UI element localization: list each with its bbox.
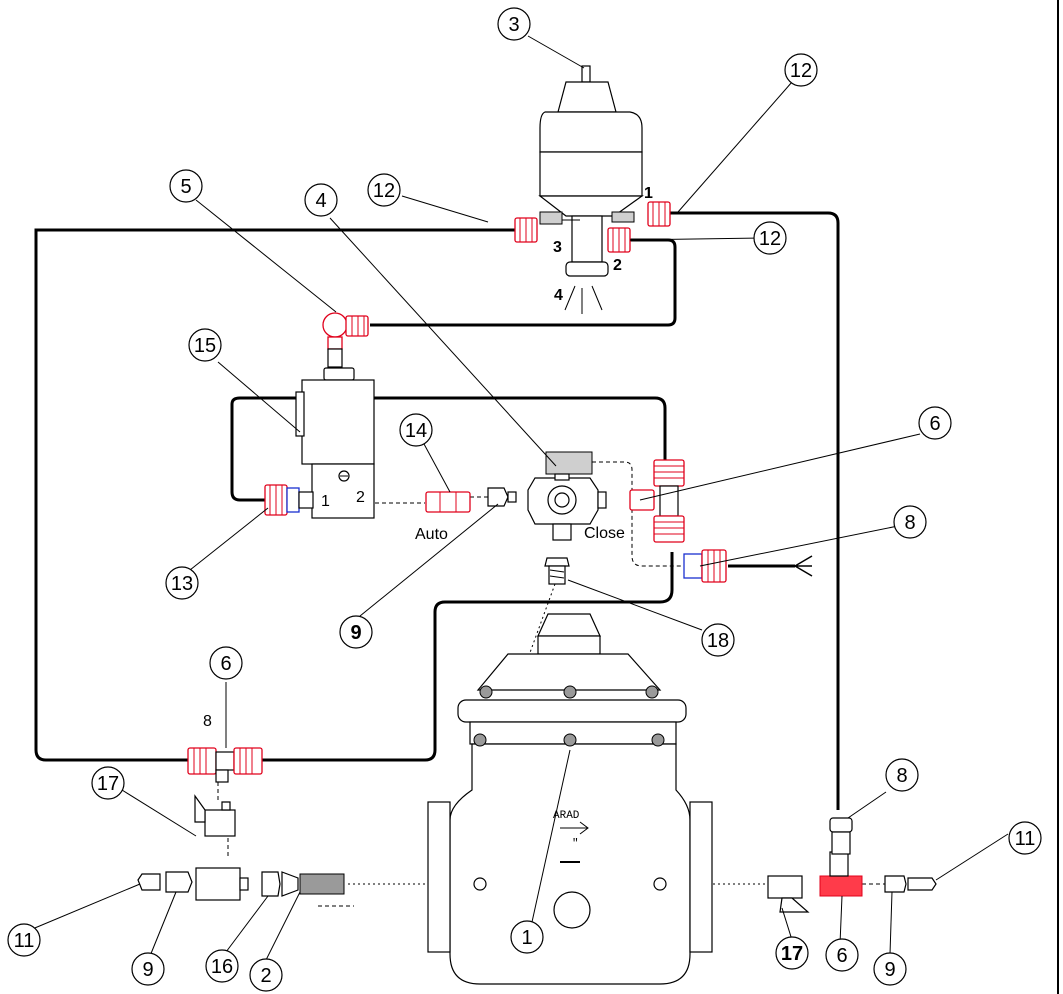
- callout-6: 6: [918, 406, 952, 440]
- selector-valve: [527, 451, 607, 541]
- fitting-6-upper: [629, 459, 685, 543]
- svg-text:9: 9: [142, 959, 153, 981]
- tube-tee-to-cover: [262, 552, 674, 762]
- callout-18: 18: [701, 623, 735, 657]
- svg-text:6: 6: [836, 945, 847, 967]
- callout-9: 9: [873, 952, 907, 986]
- svg-text:16: 16: [211, 956, 233, 978]
- callout-17: 17: [91, 766, 125, 800]
- elbow-fitting: [322, 312, 369, 368]
- solenoid-port-1-label: 1: [321, 493, 330, 510]
- svg-text:3: 3: [508, 14, 519, 36]
- callout-13: 13: [165, 566, 199, 600]
- fitting-8-upper: [683, 549, 727, 583]
- callout-11: 11: [7, 923, 41, 957]
- svg-text:8: 8: [896, 765, 907, 787]
- svg-text:9: 9: [884, 959, 895, 981]
- callout-15: 15: [188, 328, 222, 362]
- tube-pilot1-to-right: [670, 211, 840, 810]
- callout-1: 1: [510, 920, 544, 954]
- callout-16: 16: [205, 949, 239, 983]
- fitting-18: [544, 557, 570, 585]
- callout-14: 14: [399, 413, 433, 447]
- svg-text:9: 9: [350, 622, 361, 644]
- callout-12: 12: [753, 221, 787, 255]
- pilot-port-3-label: 3: [553, 239, 562, 256]
- fitting-8-right: [829, 817, 853, 855]
- pilot-valve: [538, 65, 644, 314]
- callout-9: 9: [131, 952, 165, 986]
- svg-text:4: 4: [315, 190, 326, 212]
- solenoid-valve: [295, 367, 375, 519]
- selector-auto-label: Auto: [415, 526, 448, 543]
- tube-pilot2-to-elbow: [370, 238, 677, 327]
- svg-text:14: 14: [405, 420, 427, 442]
- svg-text:12: 12: [373, 180, 395, 202]
- svg-text:1: 1: [521, 927, 532, 949]
- callout-4: 4: [304, 183, 338, 217]
- svg-text:2: 2: [260, 965, 271, 987]
- callout-2: 2: [249, 958, 283, 992]
- fitting-6-lower: [187, 747, 263, 783]
- tee-8-label: 8: [203, 713, 212, 730]
- valve-mark-label: ": [572, 838, 579, 850]
- solenoid-port-2-label: 2: [356, 489, 365, 506]
- right-end-fittings: [884, 875, 937, 893]
- tube-solenoid-loop: [230, 396, 667, 502]
- pilot-port-4-label: 4: [554, 287, 563, 304]
- callout-3: 3: [497, 7, 531, 41]
- pilot-port-1-label: 1: [644, 185, 653, 202]
- fitting-9-top: [487, 487, 517, 507]
- bottom-left-fittings: [137, 867, 345, 901]
- callout-8: 8: [893, 505, 927, 539]
- callout-12: 12: [784, 53, 818, 87]
- svg-text:11: 11: [14, 930, 35, 952]
- svg-text:15: 15: [194, 335, 216, 357]
- svg-text:8: 8: [904, 512, 915, 534]
- svg-text:13: 13: [171, 573, 193, 595]
- callout-8: 8: [885, 758, 919, 792]
- callout-11: 11: [1008, 821, 1042, 855]
- drain-arrow: [794, 555, 813, 577]
- svg-text:17: 17: [97, 773, 119, 795]
- svg-text:17: 17: [781, 943, 803, 965]
- fitting-6-right: [819, 851, 863, 897]
- valve-brand-label: ARAD: [553, 810, 580, 822]
- callout-5: 5: [169, 169, 203, 203]
- pilot-fittings: [514, 201, 671, 253]
- fitting-13: [264, 484, 314, 516]
- callout-9: 9: [339, 615, 373, 649]
- callout-6: 6: [209, 646, 243, 680]
- svg-text:11: 11: [1015, 828, 1036, 850]
- svg-text:12: 12: [790, 60, 812, 82]
- fitting-14: [425, 491, 471, 513]
- callouts: 3 12 5 4 12 12 15 14 6 8 13 9 18 6 17 8 …: [7, 7, 1042, 992]
- tube-pilot-to-tee: [34, 228, 518, 762]
- callout-6: 6: [825, 938, 859, 972]
- svg-text:6: 6: [929, 413, 940, 435]
- tubing: [34, 211, 840, 810]
- callout-12: 12: [367, 173, 401, 207]
- pilot-port-2-label: 2: [613, 257, 622, 274]
- leader-lines: [29, 35, 1009, 961]
- ball-valve-17-right: [767, 875, 810, 913]
- svg-text:12: 12: [759, 228, 781, 250]
- main-valve: [427, 613, 713, 985]
- selector-close-label: Close: [584, 525, 625, 542]
- port-labels: 1 2 3 4 1 2 8 Auto Close ARAD ": [203, 185, 653, 850]
- svg-text:18: 18: [707, 630, 729, 652]
- ball-valve-17-left: [194, 794, 236, 837]
- svg-text:6: 6: [220, 653, 231, 675]
- svg-text:5: 5: [180, 176, 191, 198]
- callout-17: 17: [775, 936, 809, 970]
